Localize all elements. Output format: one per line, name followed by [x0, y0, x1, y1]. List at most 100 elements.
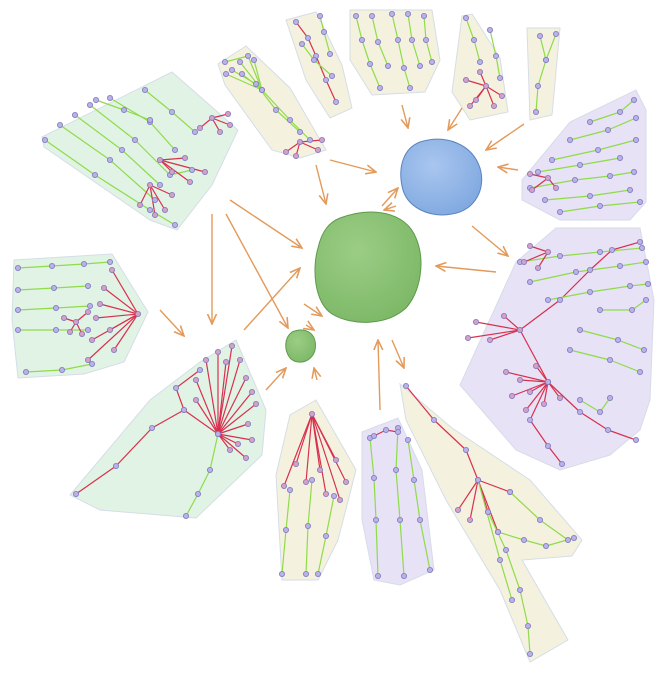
graph-node — [476, 69, 483, 76]
graph-edge — [597, 139, 637, 151]
graph-node — [342, 478, 349, 485]
graph-node — [180, 406, 187, 413]
graph-node — [292, 152, 299, 159]
graph-node — [527, 388, 534, 395]
graph-node — [358, 37, 365, 44]
graph-node — [296, 138, 303, 145]
graph-edge — [519, 379, 549, 383]
graph-edge — [159, 157, 186, 161]
graph-node — [396, 517, 403, 524]
graph-edge — [579, 157, 621, 166]
cluster-link-arrow — [229, 199, 302, 248]
graph-edge — [355, 15, 363, 41]
graph-node — [633, 115, 640, 122]
graph-node — [136, 201, 143, 208]
graph-edge — [579, 411, 609, 431]
graph-node — [85, 326, 92, 333]
graph-node — [304, 523, 311, 530]
graph-edge — [99, 303, 139, 315]
graph-node — [633, 436, 640, 443]
graph-edge — [559, 205, 601, 213]
graph-node — [168, 168, 175, 175]
graph-node — [57, 122, 64, 129]
graph-edge — [537, 251, 549, 269]
graph-node — [308, 476, 315, 483]
graph-node — [557, 296, 564, 303]
graph-edge — [609, 359, 641, 373]
graph-edge — [411, 39, 421, 67]
graph-node — [462, 446, 469, 453]
cluster-link-arrow — [306, 325, 314, 330]
graph-node — [577, 326, 584, 333]
graph-edge — [475, 321, 521, 331]
graph-edge — [325, 79, 337, 103]
graph-node — [482, 83, 489, 90]
graph-node — [308, 410, 315, 417]
graph-node — [282, 148, 289, 155]
graph-edge — [307, 479, 313, 527]
graph-node — [567, 136, 574, 143]
graph-node — [492, 53, 499, 60]
graph-edge — [55, 305, 91, 309]
graph-node — [244, 420, 251, 427]
graph-edge — [539, 519, 569, 541]
graph-node — [629, 306, 636, 313]
graph-node — [426, 567, 433, 574]
graph-edge — [529, 245, 549, 253]
graph-node — [214, 430, 221, 437]
graph-edge — [225, 73, 263, 91]
graph-node — [49, 262, 56, 269]
graph-edge — [523, 539, 547, 547]
graph-edge — [323, 31, 331, 55]
graph-node — [595, 146, 602, 153]
graph-node — [224, 111, 231, 118]
graph-edge — [285, 489, 291, 531]
graph-node — [161, 206, 168, 213]
graph-edge — [503, 315, 521, 331]
graph-node — [244, 53, 251, 60]
graph-node — [545, 248, 552, 255]
cluster-link-arrow — [265, 368, 286, 391]
graph-node — [557, 208, 564, 215]
graph-node — [310, 57, 317, 64]
graph-node — [631, 97, 638, 104]
graph-edge — [305, 413, 313, 483]
graph-node — [228, 67, 235, 74]
graph-node — [304, 35, 311, 42]
graph-edge — [559, 269, 591, 301]
graph-edge — [144, 89, 173, 113]
graph-node — [571, 535, 578, 542]
cluster-link-arrow — [498, 167, 519, 170]
graph-edge — [495, 55, 501, 79]
graph-edge — [89, 104, 136, 141]
blue-cluster — [400, 138, 483, 216]
graph-node — [400, 65, 407, 72]
graph-edge — [217, 359, 241, 435]
graph-node — [328, 73, 335, 80]
graph-node — [521, 258, 528, 265]
graph-node — [633, 136, 640, 143]
graph-edge — [527, 625, 531, 655]
graph-node — [316, 466, 323, 473]
graph-node — [472, 318, 479, 325]
graph-node — [85, 308, 92, 315]
graph-edge — [377, 41, 389, 67]
graph-node — [394, 428, 401, 435]
graph-node — [302, 478, 309, 485]
small-green-cluster — [285, 329, 316, 363]
graph-node — [72, 112, 79, 119]
graph-node — [202, 356, 209, 363]
graph-edge — [83, 261, 111, 265]
graph-edge — [25, 369, 63, 373]
graph-edge — [457, 479, 479, 511]
graph-edge — [589, 249, 613, 271]
graph-node — [192, 376, 199, 383]
graph-node — [79, 330, 86, 337]
graph-edge — [579, 399, 601, 413]
graph-node — [121, 107, 128, 114]
graph-node — [53, 326, 60, 333]
graph-node — [559, 460, 566, 467]
graph-edge — [247, 55, 263, 91]
graph-edge — [217, 377, 247, 435]
graph-node — [196, 366, 203, 373]
